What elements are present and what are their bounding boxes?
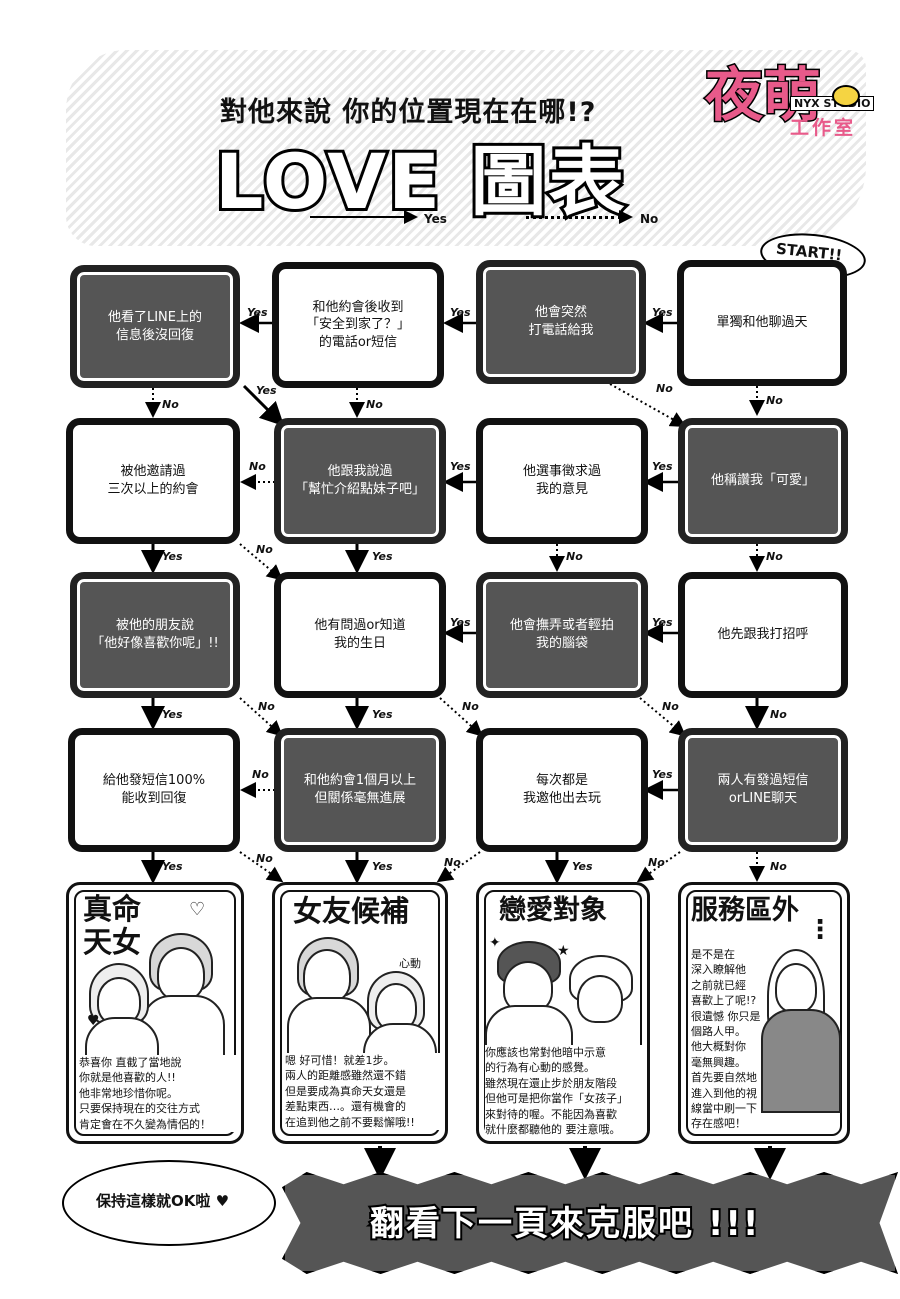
girl-face-icon	[577, 975, 623, 1023]
yes-label: Yes	[256, 384, 277, 397]
no-label: No	[648, 856, 665, 869]
question-box-r4c3: 每次都是 我邀他出去玩	[476, 728, 648, 852]
boy-face-icon	[303, 949, 351, 1003]
girl-body-icon	[761, 1009, 841, 1113]
header-background	[66, 50, 866, 246]
result-panel-true-love: 真命 天女 ♡ ♥ 恭喜你 直截了當地說 你就是他喜歡的人!! 他非常地珍惜你呢…	[66, 882, 244, 1144]
no-label: No	[766, 394, 783, 407]
yes-label: Yes	[652, 460, 673, 473]
yes-label: Yes	[162, 708, 183, 721]
heart-icon: ♡	[189, 899, 206, 920]
legend-yes-arrow-head	[404, 210, 418, 224]
no-label: No	[256, 543, 273, 556]
yes-label: Yes	[652, 306, 673, 319]
no-label: No	[162, 398, 179, 411]
no-label: No	[252, 768, 269, 781]
heart-icon: ♥	[87, 1013, 100, 1029]
yes-label: Yes	[652, 768, 673, 781]
result-description: 嗯 好可惜！就差1步。 兩人的距離感雖然還不錯 但是要成為真命天女還是 差點東西…	[285, 1053, 445, 1130]
yes-label: Yes	[162, 860, 183, 873]
result-description: 恭喜你 直截了當地說 你就是他喜歡的人!! 他非常地珍惜你呢。 只要保持現在的交…	[79, 1055, 239, 1132]
question-box-r3c2: 他有問過or知道 我的生日	[274, 572, 446, 698]
question-box-r2c1: 被他邀請過 三次以上的約會	[66, 418, 240, 544]
chick-icon	[832, 85, 860, 107]
question-box-r4c1: 給他發短信100% 能收到回復	[68, 728, 240, 852]
no-label: No	[256, 852, 273, 865]
question-box-r1c3: 他會突然 打電話給我	[476, 260, 646, 384]
legend-no-arrow-line	[526, 216, 621, 219]
next-page-banner-text: 翻看下一頁來克服吧 !!!	[368, 1202, 761, 1246]
result-title: 真命 天女	[83, 892, 142, 960]
no-label: No	[258, 700, 275, 713]
yes-label: Yes	[162, 550, 183, 563]
girl-face-icon	[775, 963, 817, 1013]
yes-label: Yes	[372, 550, 393, 563]
yes-label: Yes	[450, 460, 471, 473]
yes-label: Yes	[372, 860, 393, 873]
panel-frame	[280, 890, 440, 1136]
question-box-r3c4: 他先跟我打招呼	[678, 572, 848, 698]
yes-label: Yes	[450, 306, 471, 319]
studio-logo-sub: 工作室	[790, 117, 857, 139]
speech-bubble	[62, 1160, 276, 1246]
question-box-r4c2: 和他約會1個月以上 但關係毫無進展	[274, 728, 446, 852]
boy-body-icon	[287, 997, 371, 1061]
studio-logo-main: 夜萌	[703, 60, 822, 131]
yes-label: Yes	[450, 616, 471, 629]
result-panel-love-interest: 戀愛對象 ✦ ★ 你應該也常對他暗中示意 的行為有心動的感覺。 雖然現在還止步於…	[476, 882, 650, 1144]
no-label: No	[662, 700, 679, 713]
question-box-r3c1: 被他的朋友說 「他好像喜歡你呢」!!	[70, 572, 240, 698]
result-panel-out-of-service: ⋮ 服務區外 是不是在 深入瞭解他 之前就已經 喜歡上了呢!? 很遺憾 你只是 …	[678, 882, 850, 1144]
no-label: No	[249, 460, 266, 473]
yes-label: Yes	[652, 616, 673, 629]
yes-label: Yes	[572, 860, 593, 873]
no-label: No	[462, 700, 479, 713]
boy-body-icon	[485, 1005, 573, 1049]
boy-face-icon	[503, 961, 553, 1013]
result-title: 服務區外	[691, 895, 799, 926]
no-label: No	[656, 382, 673, 395]
question-box-r3c3: 他會撫弄或者輕拍 我的腦袋	[476, 572, 648, 698]
boy-face-icon	[157, 947, 205, 1001]
no-label: No	[770, 860, 787, 873]
result-description: 你應該也常對他暗中示意 的行為有心動的感覺。 雖然現在還止步於朋友階段 但他可是…	[485, 1045, 647, 1138]
no-label: No	[444, 856, 461, 869]
panel-frame	[686, 890, 842, 1136]
ellipsis-deco: ⋮	[807, 915, 833, 945]
speech-bubble-text: 保持這樣就OK啦 ♥	[96, 1192, 230, 1210]
heartbeat-deco: 心動	[399, 957, 421, 970]
no-label: No	[366, 398, 383, 411]
no-label: No	[566, 550, 583, 563]
result-title: 戀愛對象	[499, 895, 607, 926]
result-description: 是不是在 深入瞭解他 之前就已經 喜歡上了呢!? 很遺憾 你只是 個路人甲。 他…	[691, 948, 761, 1131]
question-box-r2c3: 他選事徵求過 我的意見	[476, 418, 648, 544]
no-label: No	[766, 550, 783, 563]
panel-frame	[74, 890, 236, 1136]
star-icon: ✦	[489, 935, 501, 951]
question-box-r2c2: 他跟我說過 「幫忙介紹點妹子吧」	[274, 418, 446, 544]
question-box-r2c4: 他稱讚我「可愛」	[678, 418, 848, 544]
legend-no-arrow-head	[619, 210, 633, 224]
result-title: 女友候補	[293, 894, 410, 928]
yes-label: Yes	[372, 708, 393, 721]
page-title: LOVE 圖表	[212, 134, 627, 229]
page-subtitle: 對他來說 你的位置現在在哪!?	[220, 97, 597, 128]
legend-no-label: No	[640, 212, 659, 226]
star-icon: ★	[557, 943, 570, 959]
no-label: No	[770, 708, 787, 721]
question-box-r1c1: 他看了LINE上的 信息後沒回復	[70, 265, 240, 388]
legend-yes-arrow-line	[310, 216, 408, 218]
result-panel-girlfriend-candidate: 女友候補 心動 嗯 好可惜！就差1步。 兩人的距離感雖然還不錯 但是要成為真命天…	[272, 882, 448, 1144]
question-box-r1c2: 和他約會後收到 「安全到家了？」 的電話or短信	[272, 262, 444, 388]
yes-label: Yes	[247, 306, 268, 319]
question-box-r4c4: 兩人有發過短信 orLINE聊天	[678, 728, 848, 852]
legend-yes-label: Yes	[424, 212, 447, 226]
question-box-r1c4: 單獨和他聊過天	[677, 260, 847, 386]
